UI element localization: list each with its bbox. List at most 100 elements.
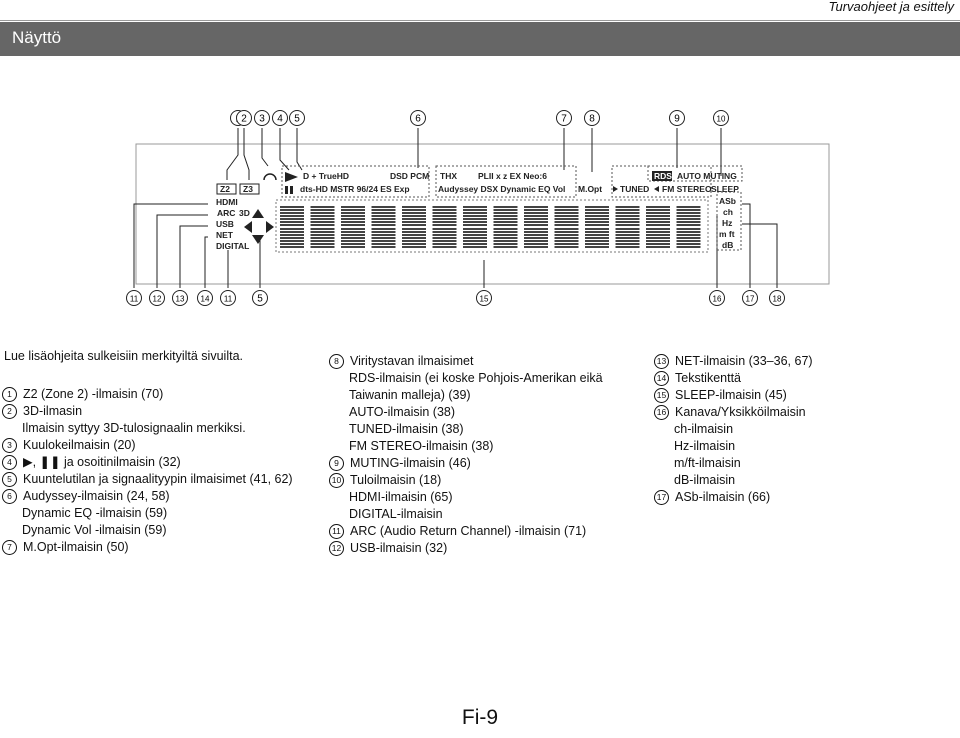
matrix-dot-row [585, 246, 609, 248]
matrix-dot-row [524, 231, 548, 233]
matrix-dot-row [493, 237, 518, 239]
matrix-dot-row [432, 206, 457, 208]
matrix-dot-row [402, 221, 426, 223]
matrix-dot-row [463, 237, 487, 239]
legend-number-icon: 12 [329, 541, 344, 556]
matrix-dot-row [463, 212, 487, 214]
callout-bottom-6 [252, 290, 268, 306]
legend-text: Viritystavan ilmaisimet [350, 354, 474, 368]
matrix-dot-row [341, 218, 365, 220]
legend-number-icon: 4 [2, 455, 17, 470]
callout-top-3 [254, 110, 270, 126]
matrix-dot-row [524, 243, 548, 245]
matrix-dot-row [402, 243, 426, 245]
legend-number-icon: 16 [654, 405, 669, 420]
matrix-dot-row [371, 218, 396, 220]
legend-item: Taiwanin malleja) (39) [329, 387, 649, 404]
callout-bottom-5-label: 11 [224, 295, 233, 304]
legend-item: Dynamic Vol -ilmaisin (59) [2, 522, 322, 539]
matrix-dot-row [554, 231, 579, 233]
matrix-dot-row [676, 240, 701, 242]
legend-number-icon: 3 [2, 438, 17, 453]
callout-top-2-label: 2 [241, 114, 247, 125]
db-indicator: dB [722, 240, 733, 250]
z2-indicator: Z2 [220, 184, 230, 194]
matrix-dot-row [371, 228, 396, 230]
legend-text: Tekstikenttä [675, 371, 742, 385]
matrix-dot-row [646, 206, 670, 208]
callout-bottom-6-label: 5 [257, 294, 263, 305]
matrix-dot-row [432, 224, 457, 226]
matrix-dot-row [554, 209, 579, 211]
callout-top-3-label: 3 [259, 114, 265, 125]
matrix-dot-row [432, 215, 457, 217]
callout-bottom-2 [149, 290, 165, 306]
matrix-dot-row [432, 218, 457, 220]
usb-indicator: USB [216, 219, 234, 229]
headphone-icon [263, 173, 277, 181]
legend-text: MUTING-ilmaisin (46) [350, 456, 471, 470]
legend-text: Tuloilmaisin (18) [350, 473, 442, 487]
matrix-dot-row [493, 240, 518, 242]
matrix-dot-row [615, 234, 640, 236]
callout-top-5-label: 5 [294, 114, 300, 125]
matrix-dot-row [371, 224, 396, 226]
matrix-dot-row [585, 243, 609, 245]
matrix-dot-row [676, 231, 701, 233]
matrix-dot-row [463, 240, 487, 242]
matrix-dot-row [371, 212, 396, 214]
matrix-dot-row [615, 237, 640, 239]
matrix-dot-row [341, 224, 365, 226]
matrix-dot-row [493, 215, 518, 217]
legend-text: 3D-ilmasin [23, 404, 83, 418]
legend-text: M.Opt-ilmaisin (50) [23, 540, 129, 554]
callout-top-10 [713, 110, 729, 126]
legend-item: FM STEREO-ilmaisin (38) [329, 438, 649, 455]
matrix-dot-row [615, 206, 640, 208]
matrix-dot-row [554, 237, 579, 239]
legend-text: Kanava/Yksikköilmaisin [675, 405, 806, 419]
matrix-dot-row [615, 224, 640, 226]
legend-text: TUNED-ilmaisin (38) [349, 422, 464, 436]
matrix-dot-row [615, 209, 640, 211]
matrix-dot-row [310, 206, 335, 208]
legend-text: Hz-ilmaisin [674, 439, 736, 453]
tuned-indicator: TUNED [620, 184, 649, 194]
matrix-dot-row [310, 215, 335, 217]
matrix-dot-row [493, 231, 518, 233]
matrix-dot-row [463, 206, 487, 208]
matrix-dot-row [402, 234, 426, 236]
matrix-dot-row [646, 215, 670, 217]
callout-top-10-label: 10 [717, 115, 726, 124]
matrix-dot-row [676, 206, 701, 208]
callout-top-2 [236, 110, 252, 126]
callout-top-5 [289, 110, 305, 126]
matrix-dot-row [615, 228, 640, 230]
matrix-dot-row [463, 243, 487, 245]
matrix-dot-row [280, 237, 304, 239]
matrix-dot-row [432, 212, 457, 214]
matrix-dot-row [310, 224, 335, 226]
matrix-dot-row [432, 228, 457, 230]
legend-number-icon: 13 [654, 354, 669, 369]
hz-indicator: Hz [722, 218, 732, 228]
matrix-dot-row [463, 234, 487, 236]
matrix-dot-row [280, 240, 304, 242]
legend-text: Dynamic EQ -ilmaisin (59) [22, 506, 168, 520]
matrix-dot-row [463, 224, 487, 226]
legend-text: ASb-ilmaisin (66) [675, 490, 771, 504]
cursor-up-icon [252, 209, 264, 218]
matrix-dot-row [432, 243, 457, 245]
matrix-dot-row [402, 218, 426, 220]
callout-bottom-8-label: 16 [713, 295, 722, 304]
matrix-dot-row [463, 215, 487, 217]
matrix-dot-row [310, 234, 335, 236]
legend-number-icon: 11 [329, 524, 344, 539]
matrix-dot-row [676, 243, 701, 245]
section-bar: Näyttö [0, 22, 960, 56]
legend-item: dB-ilmaisin [654, 472, 954, 489]
matrix-dot-row [280, 221, 304, 223]
